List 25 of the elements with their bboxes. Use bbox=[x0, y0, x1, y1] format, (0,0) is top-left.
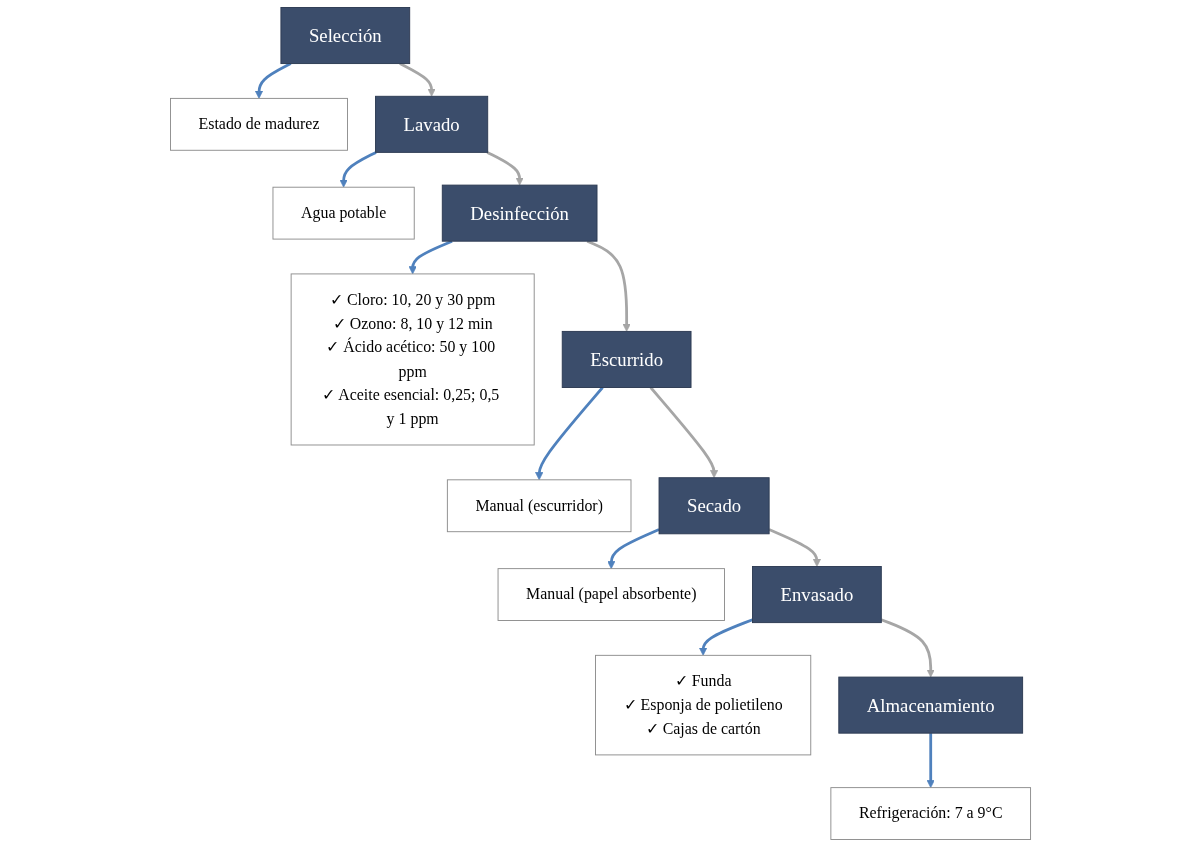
arrow bbox=[487, 151, 525, 186]
arrow bbox=[607, 528, 661, 569]
node-box: Escurrido bbox=[562, 330, 692, 388]
node-box: Manual (escurridor) bbox=[447, 479, 632, 533]
arrow bbox=[769, 528, 822, 567]
node-box: Refrigeración: 7 a 9°C bbox=[830, 787, 1032, 840]
arrow bbox=[399, 62, 437, 97]
node-box: Envasado bbox=[752, 566, 883, 624]
arrow bbox=[650, 386, 719, 479]
arrow bbox=[927, 733, 936, 788]
node-box: Selección bbox=[280, 7, 411, 65]
node-box: Desinfección bbox=[442, 184, 598, 242]
arrow bbox=[255, 62, 292, 99]
arrow bbox=[699, 618, 754, 656]
arrow bbox=[339, 151, 378, 188]
node-box: Estado de madurez bbox=[170, 97, 349, 151]
arrow bbox=[535, 386, 605, 481]
arrow bbox=[881, 618, 936, 678]
node-box: Agua potable bbox=[272, 186, 416, 240]
node-box: Lavado bbox=[375, 95, 489, 153]
node-box: ✓ Cloro: 10, 20 y 30 ppm ✓ Ozono: 8, 10 y 12 min ✓ Ácido acético: 50 y 100 ppm ✓ Aceite esencial: 0,25; 0,5 y 1 ppm bbox=[291, 273, 536, 446]
node-box: ✓ Funda ✓ Esponja de polietileno ✓ Cajas de cartón bbox=[595, 654, 812, 756]
node-box: Almacenamiento bbox=[838, 676, 1024, 734]
node-box: Secado bbox=[659, 477, 771, 535]
node-box: Manual (papel absorbente) bbox=[498, 568, 726, 621]
